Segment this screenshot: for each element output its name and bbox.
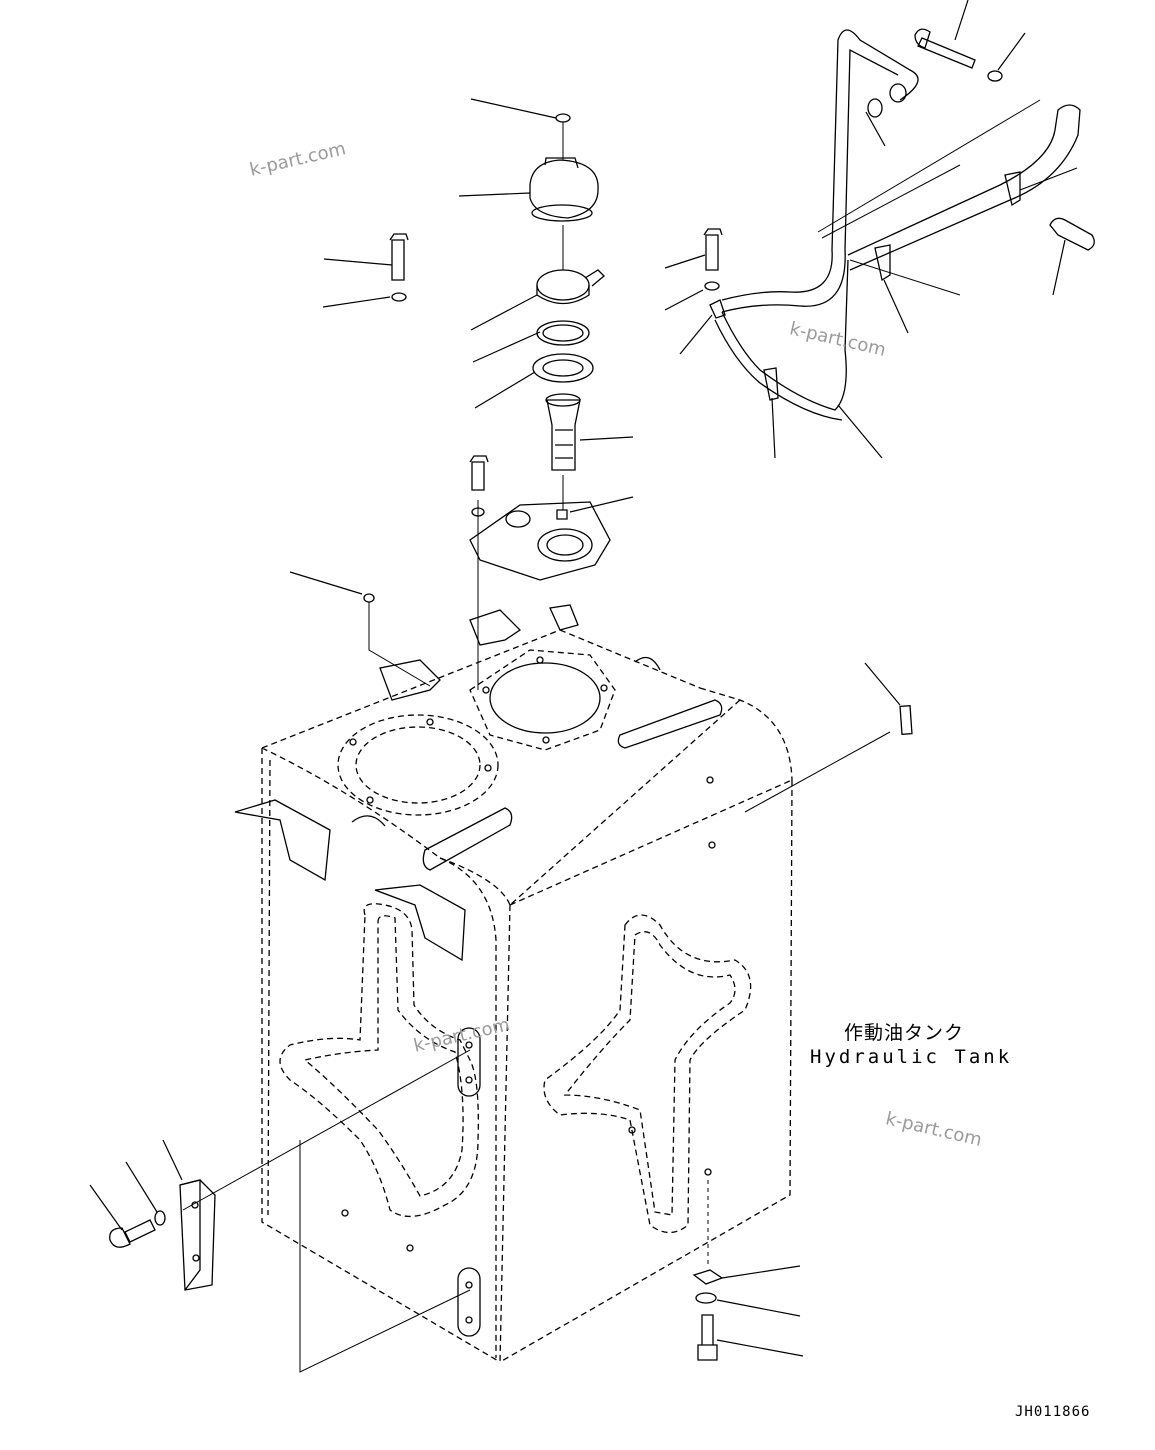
hose-clamp-2	[1005, 172, 1020, 205]
filler-assembly	[364, 114, 722, 690]
side-bracket-assembly	[110, 1050, 470, 1372]
label-plate	[900, 706, 912, 735]
tank-clip-2	[635, 658, 660, 671]
cover-bolt	[470, 456, 488, 516]
hose-branch	[848, 105, 1080, 270]
cap-bolt-right	[704, 229, 722, 290]
tank-front-face	[262, 748, 510, 1362]
tank-title-english: Hydraulic Tank	[810, 1046, 1013, 1068]
tank-pad-2	[618, 700, 721, 748]
tank-port-flange	[470, 650, 615, 750]
hose-clamp-3	[764, 368, 778, 400]
strainer-plug	[557, 510, 567, 519]
bottom-washer	[696, 1293, 716, 1303]
tank-top-outline	[262, 630, 792, 905]
hydraulic-tank	[235, 610, 792, 1362]
cap-bolt-left	[390, 234, 408, 301]
bottom-clip	[694, 1270, 722, 1284]
tank-hose-clip	[550, 605, 578, 630]
tank-title-japanese: 作動油タンク	[844, 1022, 965, 1044]
hose-end	[890, 84, 906, 102]
strainer	[547, 400, 580, 470]
cap-plug	[556, 114, 570, 122]
bottom-bolt	[698, 1315, 717, 1360]
tank-side-line	[268, 760, 792, 1215]
gasket	[533, 354, 593, 382]
breather-hose	[710, 29, 1094, 420]
tank-pad-1	[423, 808, 511, 870]
tank-port-left	[338, 715, 498, 815]
leader-lines	[90, 0, 1077, 1356]
hose-main	[722, 30, 918, 300]
breather-cap	[530, 160, 598, 218]
tank-right-edge	[500, 780, 792, 1362]
hose-plug	[1050, 218, 1094, 250]
bracket-bolt	[110, 1211, 165, 1247]
tank-cutout-left	[280, 904, 478, 1217]
hose-bolt	[915, 29, 1002, 81]
hose-clamp-1	[875, 245, 890, 280]
tank-clip-1	[352, 816, 385, 826]
bottom-bolt-set	[694, 1180, 722, 1360]
hose-clamp-4	[710, 300, 725, 318]
cover-plate	[470, 502, 610, 580]
drawing-code: JH011866	[1015, 1404, 1091, 1420]
tank-bracket-2	[380, 660, 440, 700]
tank-bracket-1	[235, 800, 330, 880]
cap-adapter	[537, 270, 589, 300]
tank-cutout-right	[544, 915, 751, 1233]
